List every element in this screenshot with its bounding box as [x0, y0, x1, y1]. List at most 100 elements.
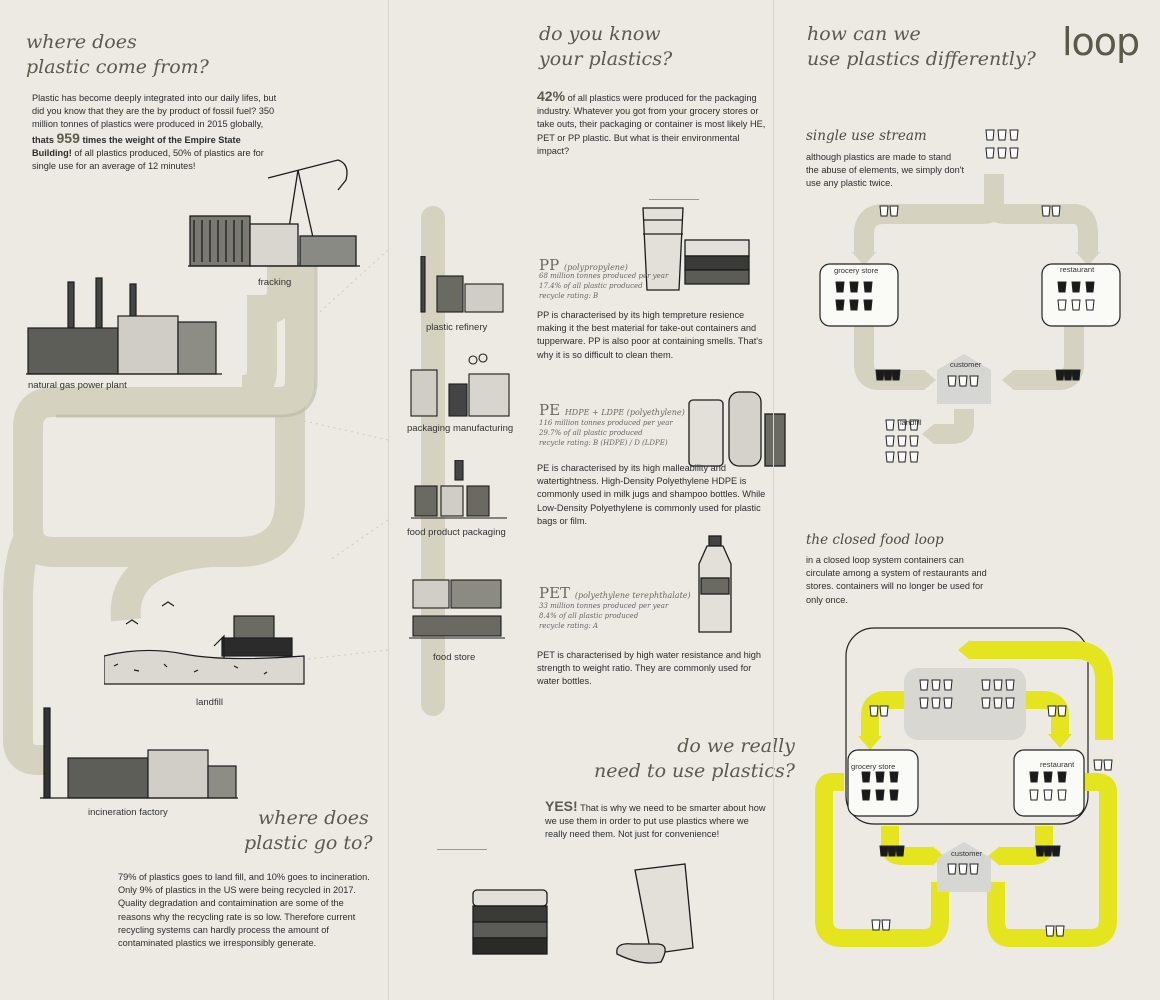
- fracking-label: fracking: [258, 277, 292, 288]
- panel-divider: [388, 0, 389, 1000]
- cup-icon: [1029, 789, 1039, 801]
- single-use-title: single use stream: [806, 128, 927, 144]
- cup-icon: [885, 451, 895, 463]
- cup-icon: [897, 419, 907, 431]
- cup-icon: [889, 205, 899, 217]
- cup-icons: [861, 679, 1113, 937]
- closed-loop-title: the closed food loop: [806, 532, 944, 548]
- cup-icon: [1043, 845, 1053, 857]
- cup-icon: [1085, 299, 1095, 311]
- landfill-label: landfill: [196, 697, 223, 708]
- closed-restaurant-label: restaurant: [1040, 760, 1075, 769]
- gas-plant-label: natural gas power plant: [28, 380, 127, 391]
- closed-customer-label: customer: [951, 849, 983, 858]
- cup-icon: [885, 435, 895, 447]
- cup-icon: [1071, 299, 1081, 311]
- cup-icon: [993, 679, 1003, 691]
- cup-icon: [1093, 759, 1103, 771]
- stage-food-store: food store: [433, 652, 476, 663]
- closed-grocery-label: grocery store: [851, 762, 896, 771]
- pp-containers-illustration: [642, 207, 750, 291]
- food-store-illustration: [409, 579, 505, 639]
- cup-icon: [943, 697, 953, 709]
- closed-loop-diagram: [815, 627, 1117, 947]
- cup-icon: [969, 863, 979, 875]
- stage-packaging-manufacturing: packaging manufacturing: [407, 423, 514, 434]
- cup-icon: [1047, 705, 1057, 717]
- separator: [649, 199, 699, 200]
- cup-icon: [863, 281, 873, 293]
- cup-icon: [871, 919, 881, 931]
- single-customer-label: customer: [950, 360, 982, 369]
- cup-icon: [1085, 281, 1095, 293]
- loop-logo: loop: [1062, 20, 1140, 64]
- cup-icon: [1051, 205, 1061, 217]
- cup-icon: [1055, 925, 1065, 937]
- cup-icon: [875, 771, 885, 783]
- cup-icon: [1103, 759, 1113, 771]
- cup-icon: [889, 771, 899, 783]
- cup-icon: [849, 299, 859, 311]
- cup-icon: [1009, 129, 1019, 141]
- cup-icon: [931, 697, 941, 709]
- cup-icon: [1063, 369, 1073, 381]
- cup-icon: [997, 147, 1007, 159]
- flow-pipe: [2, 249, 388, 775]
- refinery-illustration: [420, 256, 504, 313]
- cup-icon: [1035, 845, 1045, 857]
- pe-title: PE HDPE + LDPE (polyethylene): [539, 401, 685, 419]
- cup-icon: [919, 697, 929, 709]
- cup-icon: [985, 129, 995, 141]
- cup-icon: [909, 419, 919, 431]
- single-restaurant-label: restaurant: [1060, 265, 1095, 274]
- cup-icon: [1029, 771, 1039, 783]
- cup-icon: [947, 375, 957, 387]
- cup-icon: [895, 845, 905, 857]
- incineration-label: incineration factory: [88, 807, 168, 818]
- cup-icon: [875, 789, 885, 801]
- pp-title: PP (polypropylene): [539, 256, 628, 274]
- cup-icon: [931, 679, 941, 691]
- cup-icon: [969, 375, 979, 387]
- cup-icon: [1055, 369, 1065, 381]
- stage-food-packaging: food product packaging: [407, 527, 506, 538]
- cup-icon: [869, 705, 879, 717]
- destination-text: 79% of plastics goes to land fill, and 1…: [118, 872, 370, 949]
- takeout-containers-illustration: [472, 863, 694, 964]
- origin-heading: where does plastic come from?: [26, 31, 209, 78]
- packaging-manufacturing-illustration: [410, 353, 510, 417]
- cup-icon: [1041, 205, 1051, 217]
- cup-icons: [835, 129, 1095, 463]
- cup-icon: [985, 147, 995, 159]
- cup-icon: [875, 369, 885, 381]
- cup-icon: [1005, 679, 1015, 691]
- cup-icon: [1045, 925, 1055, 937]
- cup-icon: [1009, 147, 1019, 159]
- cup-icon: [863, 299, 873, 311]
- panel-know-plastics: do you know your plastics? 42% of all pl…: [389, 0, 795, 1000]
- origin-intro: Plastic has become deeply integrated int…: [32, 93, 277, 172]
- pp-description: PP is characterised by its high tempretu…: [537, 310, 763, 360]
- single-use-diagram: [819, 129, 1121, 463]
- cup-icon: [897, 451, 907, 463]
- fracking-pumpjack-illustration: [188, 159, 360, 267]
- pet-title: PET (polyethylene terephthalate): [539, 584, 691, 602]
- separator-2: [437, 849, 487, 850]
- packaging-stat: 42% of all plastics were produced for th…: [537, 88, 766, 156]
- destination-heading: where does plastic go to?: [244, 807, 373, 854]
- cup-icon: [1071, 281, 1081, 293]
- cup-icon: [879, 845, 889, 857]
- cup-icon: [1043, 771, 1053, 783]
- cup-icon: [919, 679, 929, 691]
- cup-icon: [909, 435, 919, 447]
- single-use-text: although plastics are made to stand the …: [806, 152, 965, 189]
- cup-icon: [849, 281, 859, 293]
- cup-icon: [958, 863, 968, 875]
- cup-icon: [1057, 299, 1067, 311]
- cup-icon: [981, 697, 991, 709]
- panel-divider-2: [773, 0, 774, 1000]
- cup-icon: [885, 419, 895, 431]
- cup-icon: [835, 299, 845, 311]
